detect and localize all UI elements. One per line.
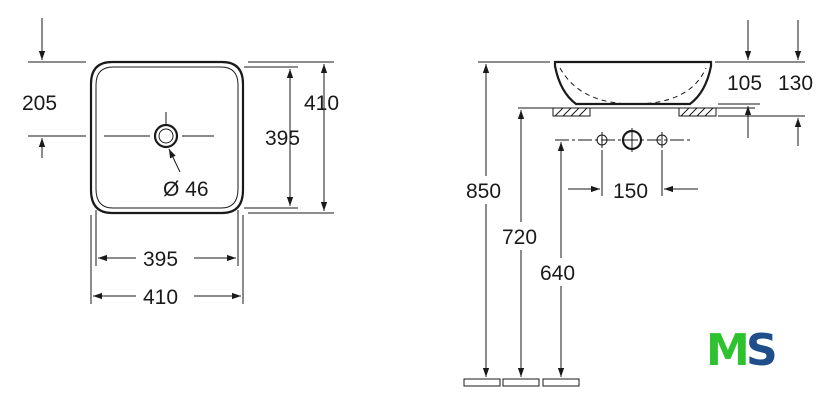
basin-profile-inner (559, 67, 707, 105)
dim-205-label: 205 (22, 92, 57, 115)
dim-410-right-label: 410 (304, 92, 339, 115)
countertop-left (552, 107, 591, 117)
side-view: 105 130 150 850 720 640 (463, 20, 813, 387)
logo-letter-m: M (706, 325, 750, 376)
countertop-right (678, 107, 717, 117)
logo-letter-s: S (746, 325, 778, 376)
diameter-label: Ø 46 (163, 178, 209, 201)
floor-pad-1 (463, 378, 501, 387)
dim-850-label: 850 (466, 180, 501, 203)
dim-105-label: 105 (727, 72, 762, 95)
drain-outer (153, 123, 179, 149)
dim-640-label: 640 (540, 262, 575, 285)
drain-inner (158, 128, 174, 144)
dim-150-label: 150 (613, 180, 648, 203)
basin-outline (89, 60, 245, 215)
basin-inner-edge (95, 66, 239, 209)
top-view: Ø 46 205 410 395 395 410 (22, 18, 339, 309)
dim-395-right-label: 395 (265, 127, 300, 150)
dim-395-bottom-label: 395 (143, 248, 178, 271)
dim-720-label: 720 (502, 226, 537, 249)
brand-logo: M S (706, 325, 778, 376)
dim-130-label: 130 (778, 72, 813, 95)
floor-pad-2 (502, 378, 540, 387)
basin-profile (553, 60, 713, 106)
dim-410-bottom-label: 410 (143, 286, 178, 309)
floor-pad-3 (542, 378, 580, 387)
diameter-leader (168, 148, 181, 173)
